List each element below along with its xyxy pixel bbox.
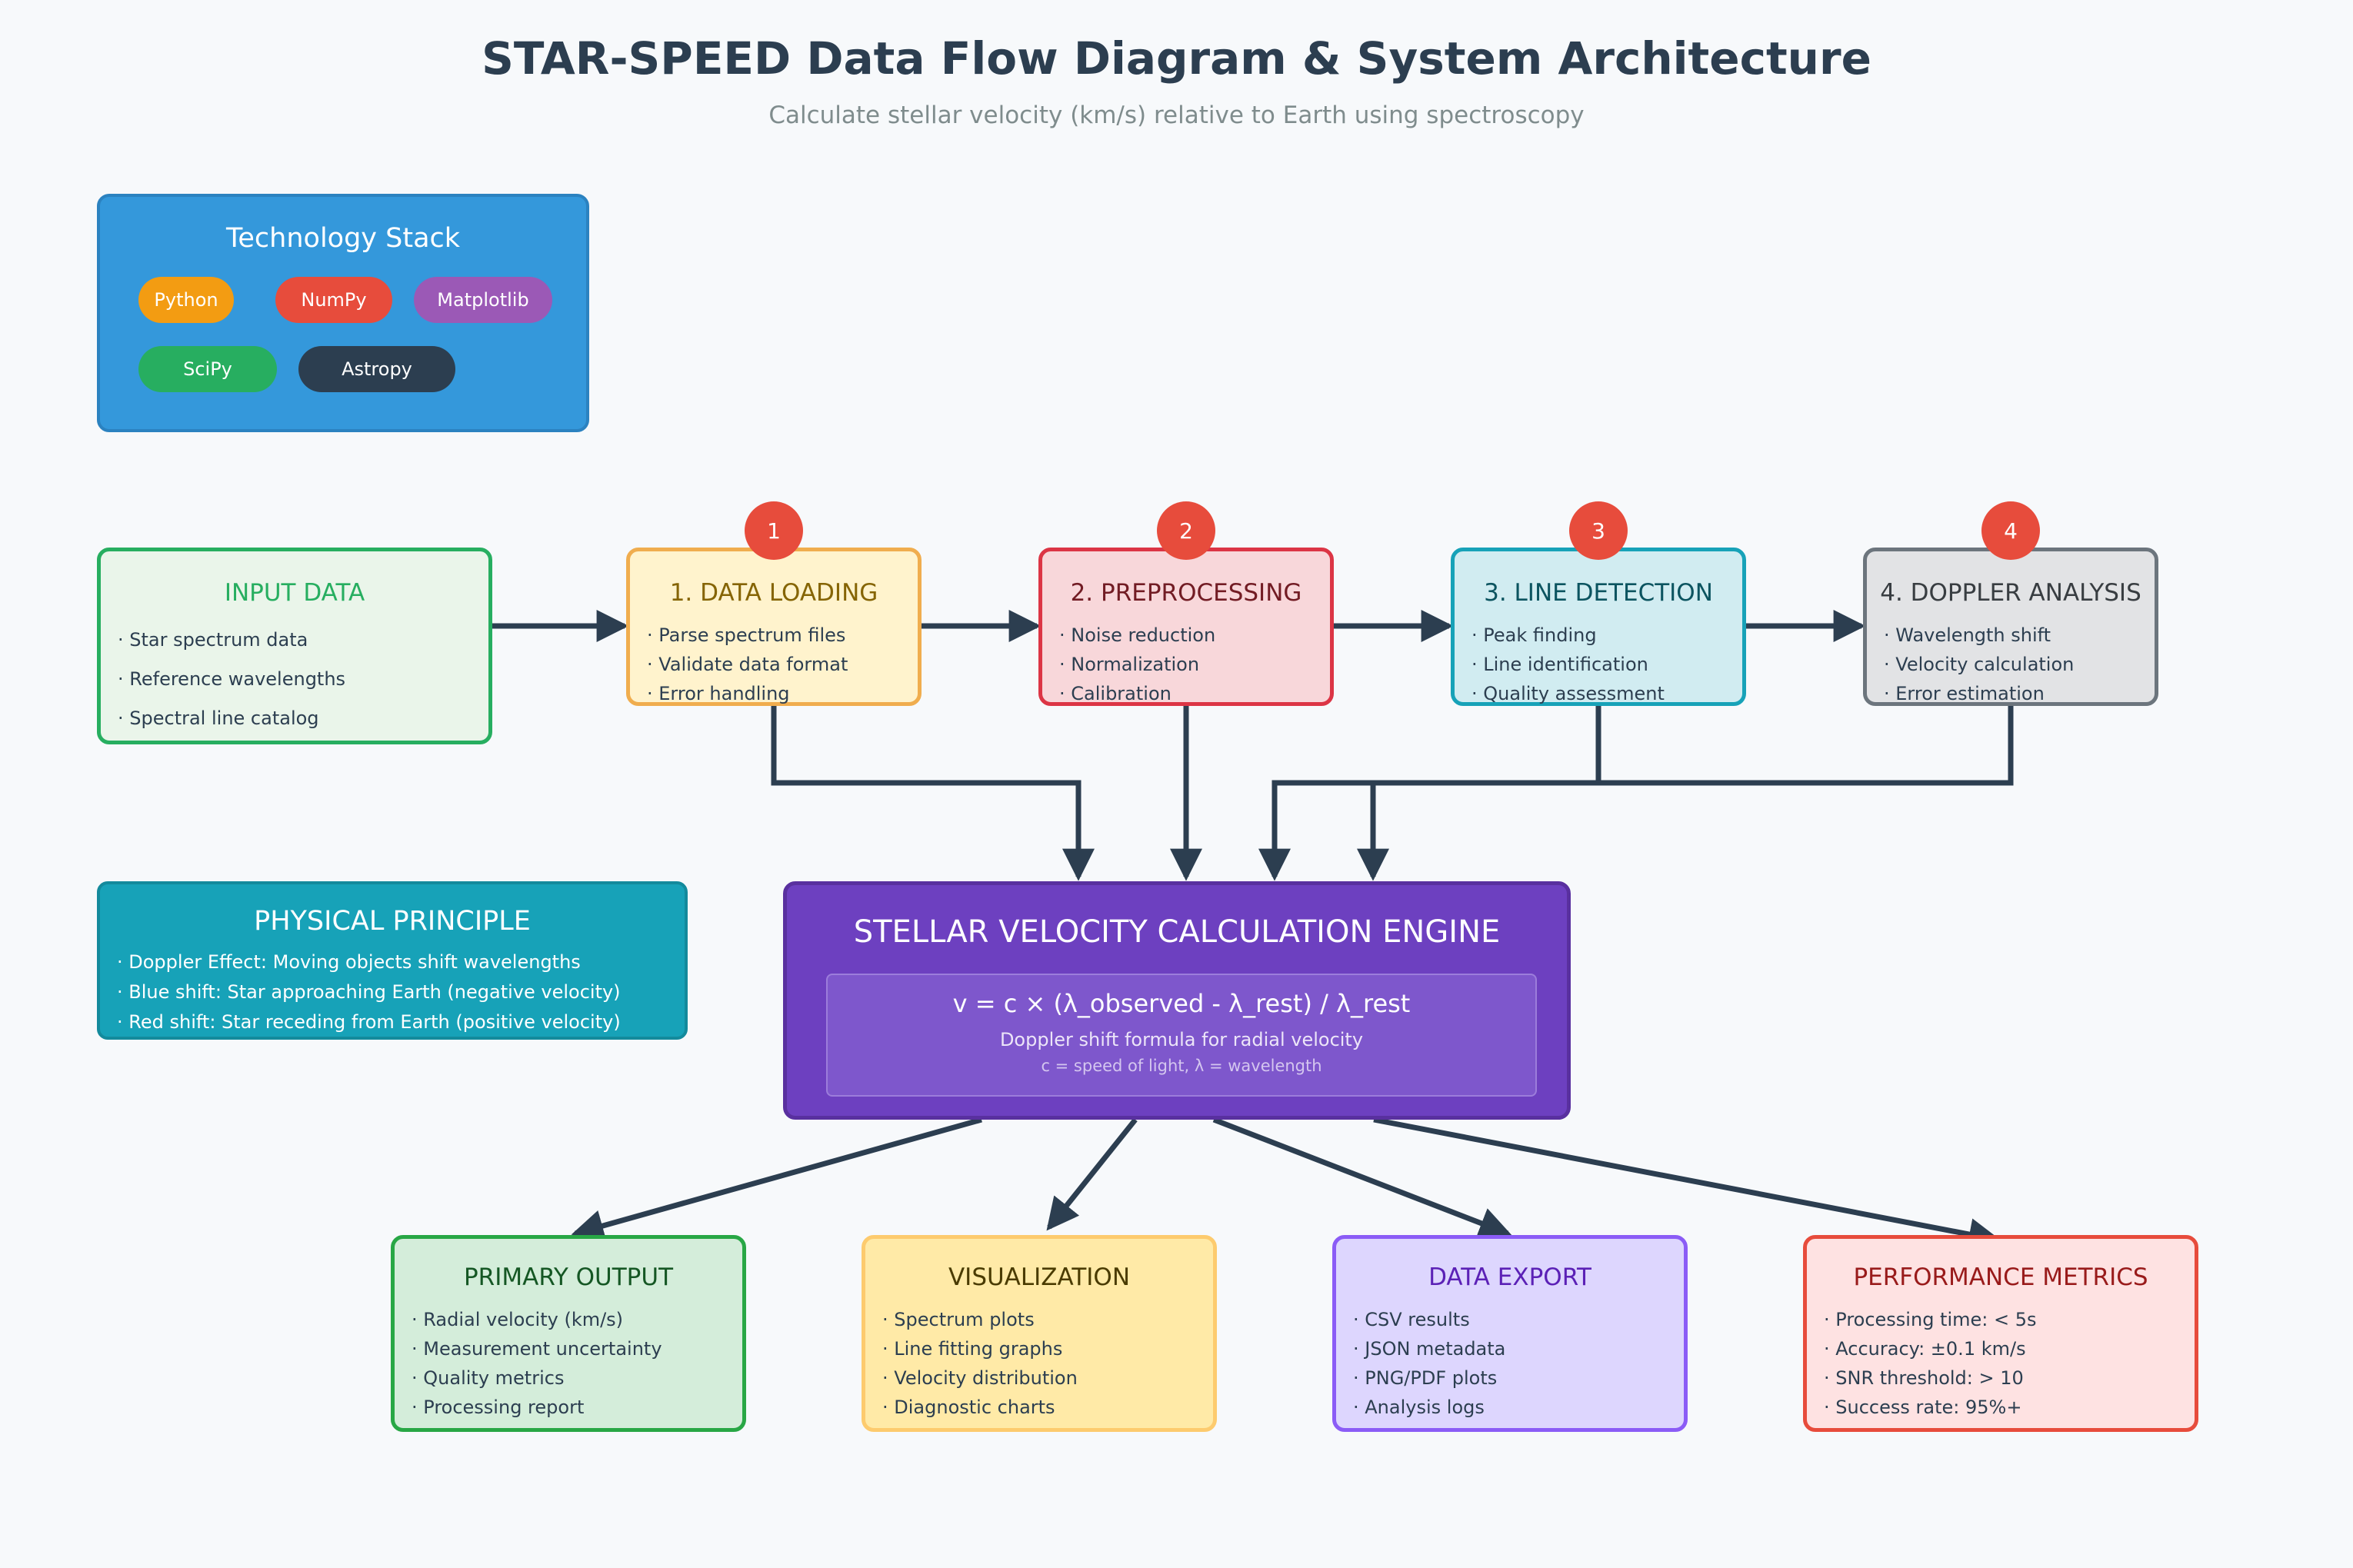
tech-pill-python: Python: [138, 277, 234, 323]
stage-items: Parse spectrum files Validate data forma…: [630, 621, 918, 708]
output-items: Radial velocity (km/s) Measurement uncer…: [395, 1305, 742, 1422]
principle-list: Doppler Effect: Moving objects shift wav…: [100, 947, 685, 1037]
stage-items: Wavelength shift Velocity calculation Er…: [1867, 621, 2155, 708]
list-item: Peak finding: [1471, 621, 1742, 650]
list-item: Line fitting graphs: [882, 1334, 1213, 1363]
list-item: SNR threshold: > 10: [1824, 1363, 2195, 1393]
list-item: Quality assessment: [1471, 679, 1742, 708]
list-item: Accuracy: ±0.1 km/s: [1824, 1334, 2195, 1363]
list-item: Line identification: [1471, 650, 1742, 679]
arrow-engine-to-visualization: [1046, 1117, 1138, 1231]
list-item: Doppler Effect: Moving objects shift wav…: [117, 947, 685, 977]
stage-line-detection: 3. LINE DETECTION Peak finding Line iden…: [1451, 548, 1746, 706]
tech-pill-astropy: Astropy: [298, 346, 455, 392]
list-item: Processing report: [412, 1393, 742, 1422]
step-badge-4: 4: [1981, 501, 2040, 560]
list-item: Wavelength shift: [1884, 621, 2155, 650]
list-item: Success rate: 95%+: [1824, 1393, 2195, 1422]
list-item: Calibration: [1059, 679, 1330, 708]
principle-title: PHYSICAL PRINCIPLE: [254, 906, 531, 937]
stage-data-loading: 1. DATA LOADING Parse spectrum files Val…: [626, 548, 922, 706]
output-title: VISUALIZATION: [948, 1263, 1131, 1291]
list-item: Spectral line catalog: [118, 699, 488, 738]
step-badge-2: 2: [1157, 501, 1215, 560]
stage-title: 2. PREPROCESSING: [1070, 579, 1302, 607]
stage-doppler-analysis: 4. DOPPLER ANALYSIS Wavelength shift Vel…: [1863, 548, 2158, 706]
engine-title: STELLAR VELOCITY CALCULATION ENGINE: [853, 914, 1501, 950]
step-badge-3: 3: [1569, 501, 1628, 560]
output-items: CSV results JSON metadata PNG/PDF plots …: [1336, 1305, 1684, 1422]
tech-stack-title: Technology Stack: [225, 223, 461, 254]
input-data-title: INPUT DATA: [224, 579, 365, 607]
list-item: Analysis logs: [1353, 1393, 1684, 1422]
list-item: Noise reduction: [1059, 621, 1330, 650]
output-items: Spectrum plots Line fitting graphs Veloc…: [865, 1305, 1213, 1422]
output-primary: PRIMARY OUTPUT Radial velocity (km/s) Me…: [391, 1235, 746, 1432]
list-item: Error handling: [647, 679, 918, 708]
list-item: Blue shift: Star approaching Earth (nega…: [117, 977, 685, 1007]
tech-pill-matplotlib: Matplotlib: [414, 277, 552, 323]
output-visualization: VISUALIZATION Spectrum plots Line fittin…: [862, 1235, 1217, 1432]
stage-preprocessing: 2. PREPROCESSING Noise reduction Normali…: [1038, 548, 1334, 706]
input-data-list: Star spectrum data Reference wavelengths…: [101, 621, 488, 738]
doppler-formula: v = c × (λ_observed - λ_rest) / λ_rest: [952, 989, 1411, 1018]
list-item: Normalization: [1059, 650, 1330, 679]
stage-title: 4. DOPPLER ANALYSIS: [1880, 579, 2141, 607]
formula-note: c = speed of light, λ = wavelength: [1041, 1057, 1322, 1075]
page-title: STAR-SPEED Data Flow Diagram & System Ar…: [482, 32, 1871, 85]
output-performance-metrics: PERFORMANCE METRICS Processing time: < 5…: [1803, 1235, 2198, 1432]
page-subtitle: Calculate stellar velocity (km/s) relati…: [768, 102, 1585, 129]
arrow-engine-to-performance: [1373, 1117, 2001, 1250]
formula-panel: v = c × (λ_observed - λ_rest) / λ_rest D…: [826, 974, 1537, 1097]
output-title: PRIMARY OUTPUT: [463, 1263, 674, 1291]
arrow-detection-to-engine: [1258, 706, 1601, 881]
arrow-engine-to-data-export: [1212, 1117, 1512, 1239]
calculation-engine-box: STELLAR VELOCITY CALCULATION ENGINE v = …: [783, 881, 1571, 1120]
list-item: Quality metrics: [412, 1363, 742, 1393]
list-item: Velocity calculation: [1884, 650, 2155, 679]
physical-principle-box: PHYSICAL PRINCIPLE Doppler Effect: Movin…: [97, 881, 688, 1040]
list-item: CSV results: [1353, 1305, 1684, 1334]
input-data-box: INPUT DATA Star spectrum data Reference …: [97, 548, 492, 744]
list-item: Velocity distribution: [882, 1363, 1213, 1393]
output-title: PERFORMANCE METRICS: [1853, 1263, 2148, 1291]
arrow-doppler-to-engine: [1357, 706, 2014, 881]
output-items: Processing time: < 5s Accuracy: ±0.1 km/…: [1807, 1305, 2195, 1422]
output-data-export: DATA EXPORT CSV results JSON metadata PN…: [1332, 1235, 1688, 1432]
stage-title: 1. DATA LOADING: [669, 579, 878, 607]
list-item: Reference wavelengths: [118, 660, 488, 699]
tech-pill-numpy: NumPy: [275, 277, 392, 323]
tech-stack-panel: Technology Stack Python NumPy Matplotlib…: [97, 194, 589, 432]
output-title: DATA EXPORT: [1428, 1263, 1591, 1291]
list-item: Parse spectrum files: [647, 621, 918, 650]
tech-pill-scipy: SciPy: [138, 346, 277, 392]
list-item: Spectrum plots: [882, 1305, 1213, 1334]
stage-title: 3. LINE DETECTION: [1484, 579, 1713, 607]
list-item: Processing time: < 5s: [1824, 1305, 2195, 1334]
step-badge-1: 1: [745, 501, 803, 560]
arrow-engine-to-primary-output: [571, 1117, 982, 1242]
list-item: Measurement uncertainty: [412, 1334, 742, 1363]
list-item: Error estimation: [1884, 679, 2155, 708]
list-item: JSON metadata: [1353, 1334, 1684, 1363]
list-item: Radial velocity (km/s): [412, 1305, 742, 1334]
list-item: Star spectrum data: [118, 621, 488, 660]
list-item: Validate data format: [647, 650, 918, 679]
stage-items: Noise reduction Normalization Calibratio…: [1042, 621, 1330, 708]
stage-items: Peak finding Line identification Quality…: [1455, 621, 1742, 708]
list-item: Red shift: Star receding from Earth (pos…: [117, 1007, 685, 1037]
formula-description: Doppler shift formula for radial velocit…: [999, 1029, 1364, 1050]
arrow-loading-to-engine: [771, 706, 1095, 881]
list-item: PNG/PDF plots: [1353, 1363, 1684, 1393]
list-item: Diagnostic charts: [882, 1393, 1213, 1422]
